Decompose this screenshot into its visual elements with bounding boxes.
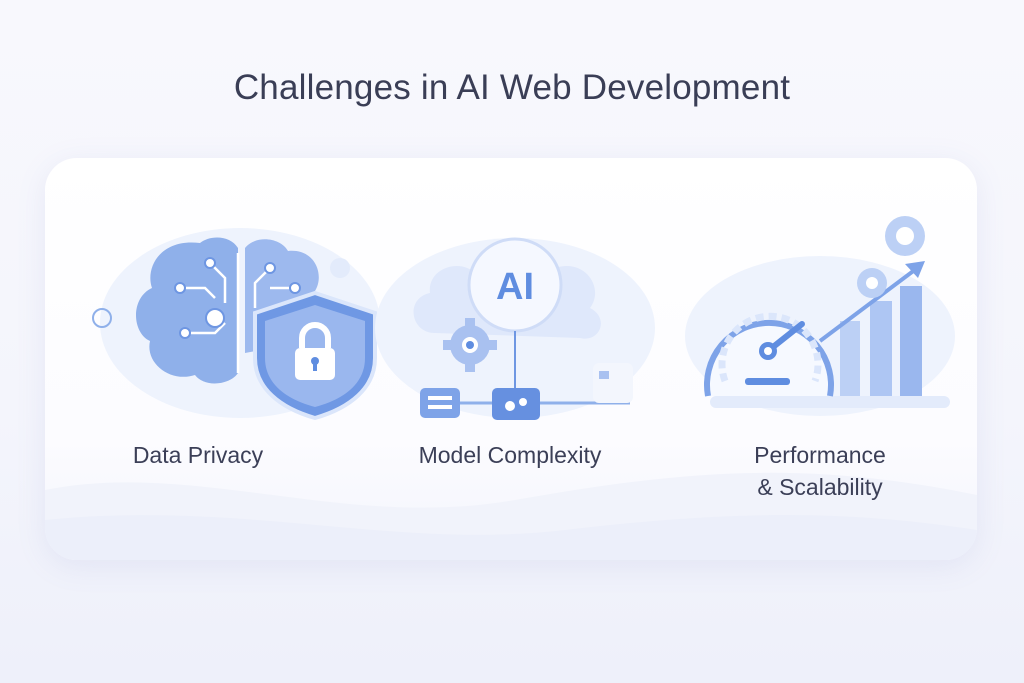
label-data-privacy: Data Privacy: [132, 442, 264, 468]
label-line-2: & Scalability: [757, 474, 883, 500]
page-title: Challenges in AI Web Development: [233, 68, 791, 107]
brain-shield-lock-icon: [92, 228, 380, 421]
decorative-wave: [45, 472, 977, 560]
label-model-complexity: Model Complexity: [418, 442, 602, 468]
ai-cloud-network-icon: AI: [375, 237, 655, 420]
label-line-1: Performance: [754, 442, 886, 468]
ai-cloud-text: AI: [496, 266, 534, 308]
label-performance-scalability: Performance & Scalability: [715, 439, 925, 503]
speedometer-growth-chart-icon: [685, 216, 955, 416]
challenges-card: Data Privacy AI Model Complexity: [45, 158, 977, 560]
